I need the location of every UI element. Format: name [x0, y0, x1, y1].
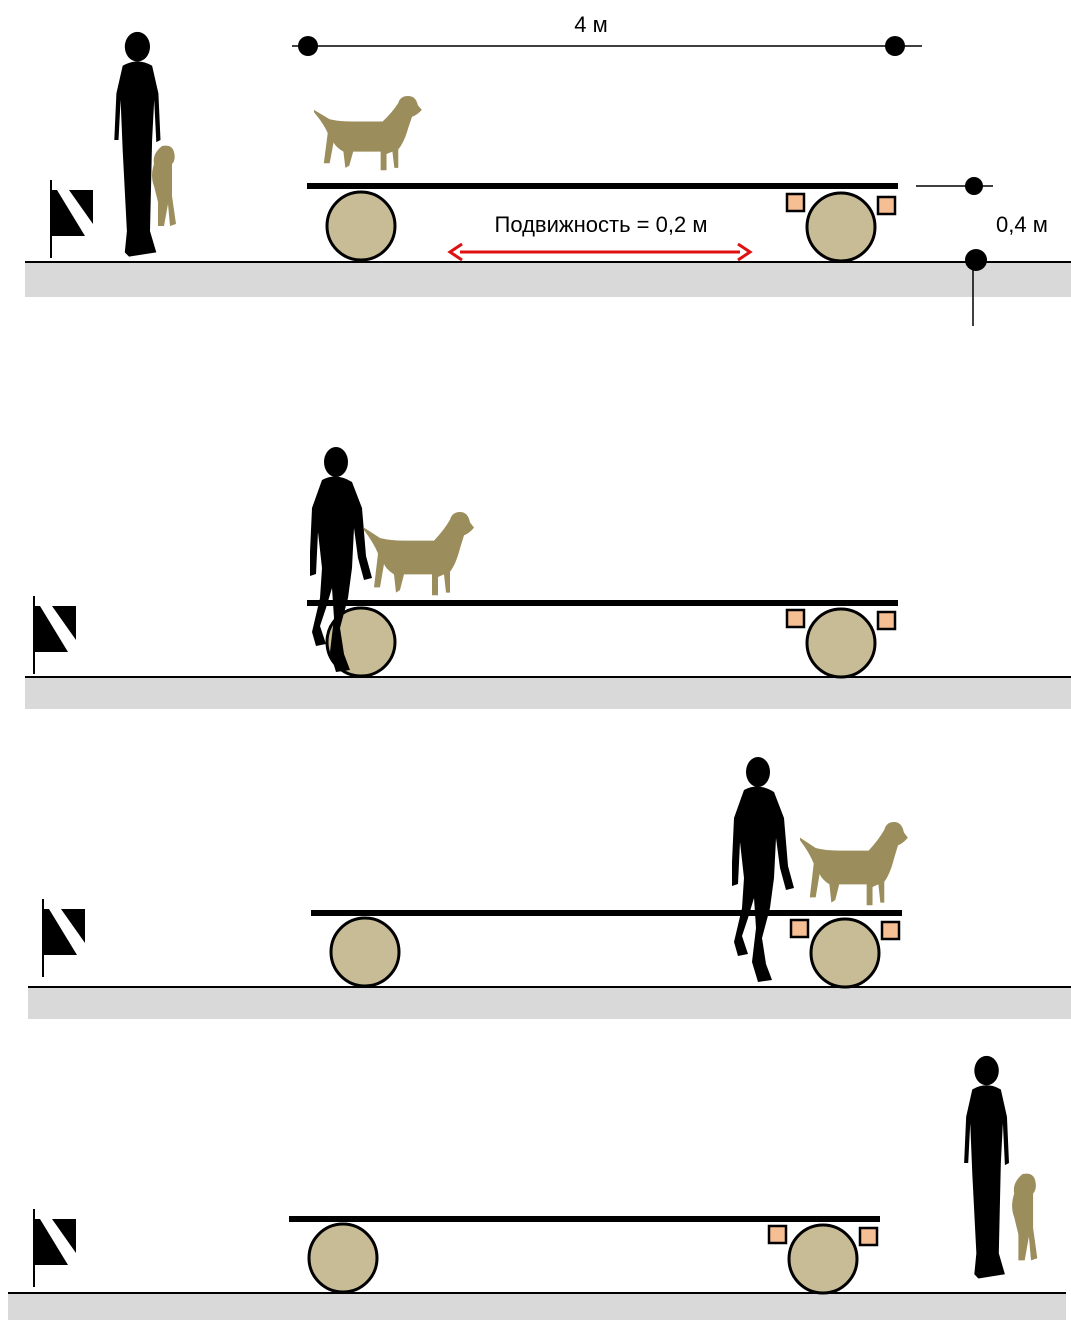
marker: [858, 1226, 879, 1247]
wheel-icon: [307, 1222, 379, 1294]
ground: [8, 1294, 1066, 1320]
wheel-icon: [787, 1223, 859, 1295]
wheel-icon: [325, 190, 397, 262]
flag-icon: [33, 595, 77, 675]
marker: [789, 918, 810, 939]
dimension-dot: [885, 36, 905, 56]
height-label: 0,4 м: [996, 212, 1048, 237]
person-icon: [964, 1055, 1009, 1279]
dog-icon: [314, 96, 422, 171]
ground: [28, 988, 1071, 1019]
flag-icon: [50, 179, 94, 259]
dimension-dot: [298, 36, 318, 56]
flag-icon: [33, 1208, 77, 1288]
person-icon: [732, 757, 794, 982]
dog-icon: [152, 145, 176, 226]
marker: [880, 920, 901, 941]
wheel-icon: [805, 607, 877, 679]
dimension-dot: [965, 249, 987, 271]
dog-icon: [1012, 1173, 1038, 1261]
ground: [25, 263, 1071, 297]
marker: [785, 608, 806, 629]
panel-2: [25, 447, 1071, 709]
marker: [767, 1224, 788, 1245]
wheel-icon: [329, 916, 401, 988]
ground: [25, 678, 1071, 709]
length-label: 4 м: [574, 12, 607, 37]
marker: [785, 192, 806, 213]
wheel-icon: [805, 191, 877, 263]
dog-icon: [800, 822, 908, 906]
flag-icon: [42, 898, 86, 978]
arrow-head-left: [447, 242, 463, 262]
dimension-dot: [965, 177, 983, 195]
wheel-icon: [809, 917, 881, 989]
dog-icon: [364, 512, 474, 596]
panel-3: [28, 757, 1071, 1019]
mobility-label: Подвижность = 0,2 м: [495, 212, 708, 237]
person-icon: [114, 31, 161, 257]
marker: [876, 195, 897, 216]
arrow-head-right: [737, 242, 753, 262]
panel-4: [8, 1055, 1066, 1320]
panel-1: 4 м 0,4 м Подвижность = 0,2 м: [25, 12, 1071, 326]
marker: [876, 610, 897, 631]
